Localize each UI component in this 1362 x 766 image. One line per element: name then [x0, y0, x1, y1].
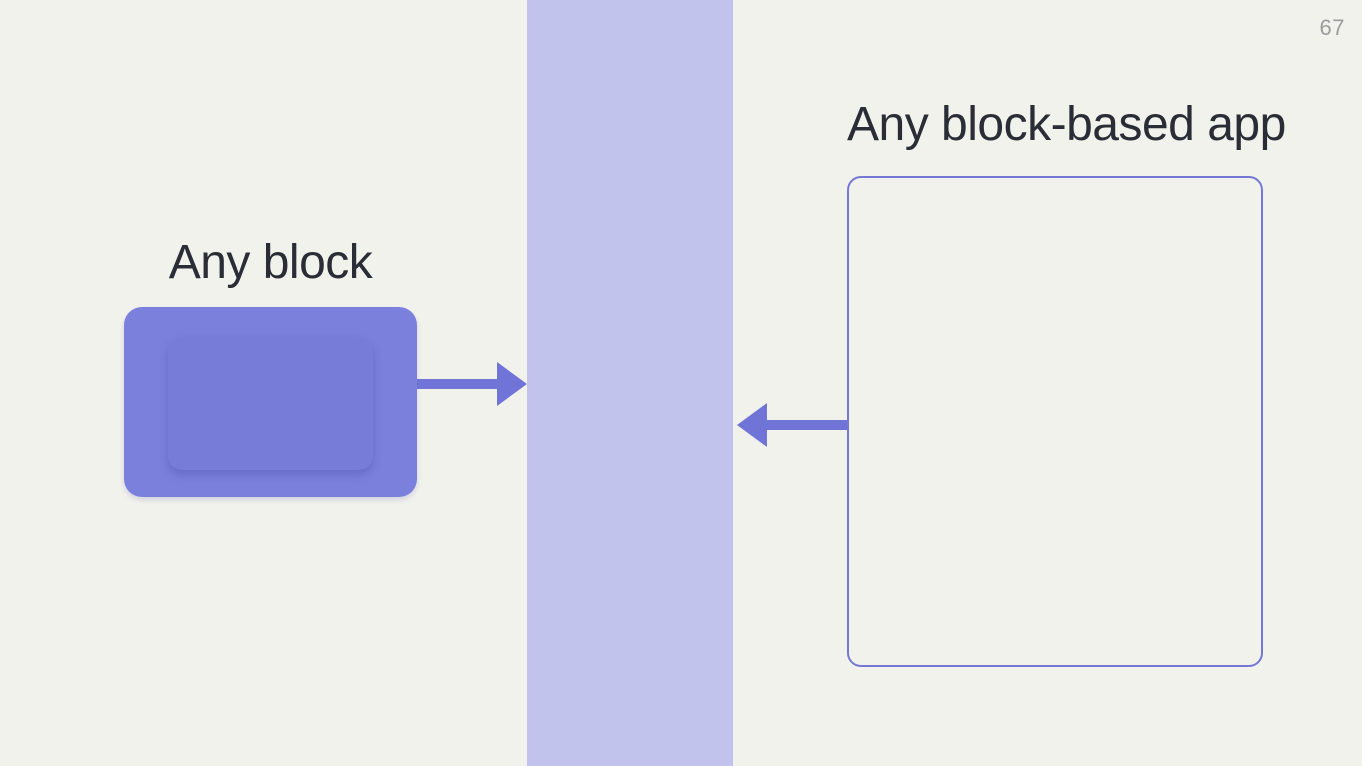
arrow-left-icon	[737, 403, 847, 447]
any-block-card	[124, 307, 417, 497]
left-title: Any block	[168, 236, 373, 289]
right-title: Any block-based app	[847, 98, 1286, 151]
middle-band	[527, 0, 733, 766]
page-number: 67	[1319, 15, 1345, 40]
any-block-inner-card	[168, 337, 373, 470]
arrow-right-icon	[417, 362, 527, 406]
app-outline-box	[847, 176, 1263, 667]
